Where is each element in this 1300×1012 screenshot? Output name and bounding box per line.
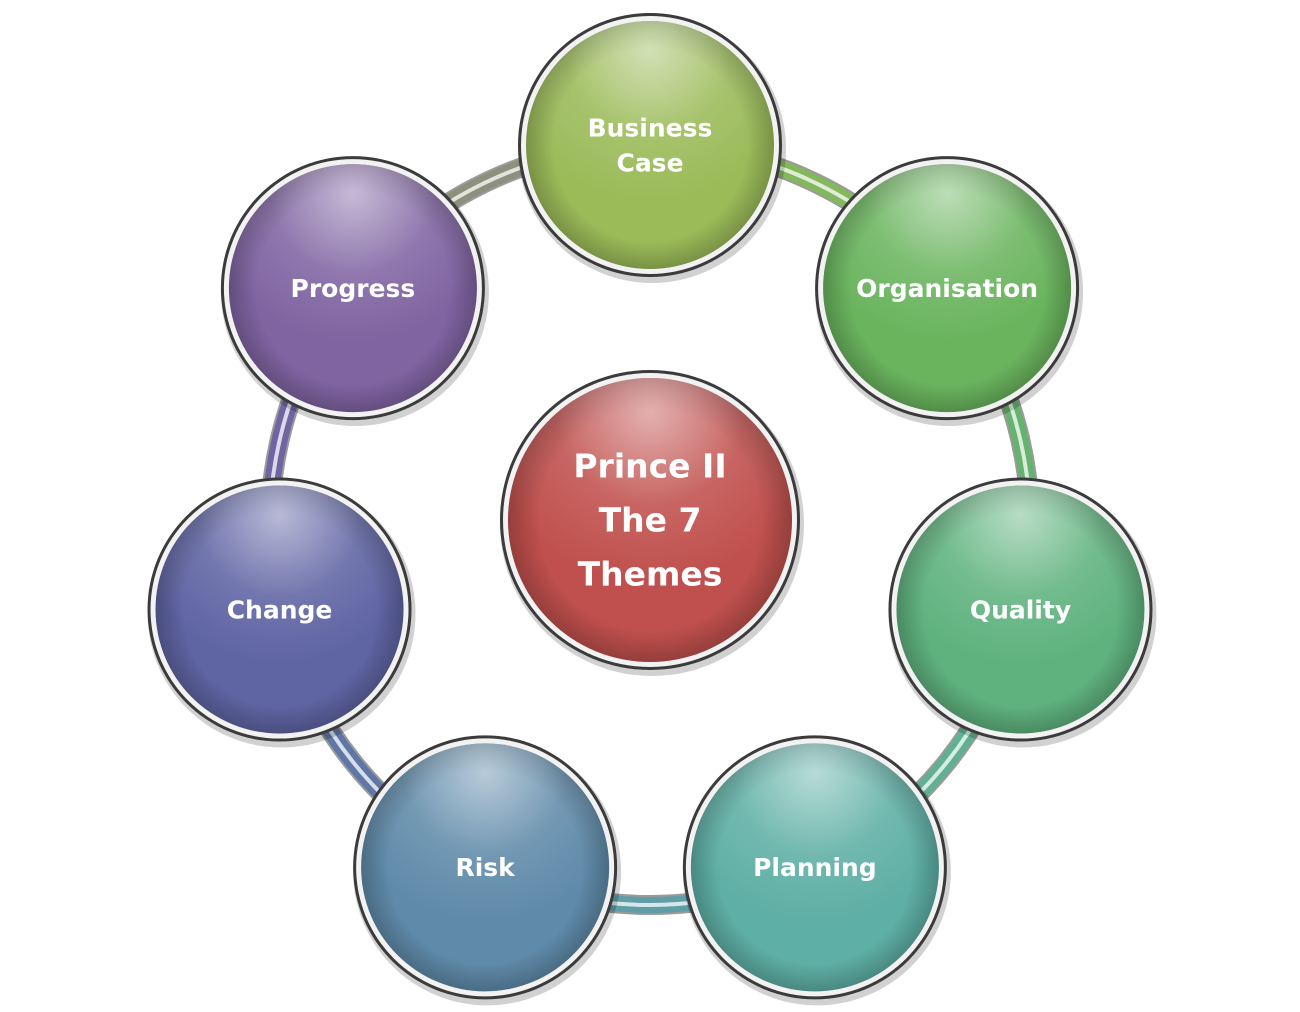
center-node-label: Prince II [573,447,726,486]
center-node-label: Themes [578,555,723,594]
theme-node-risk: Risk [353,735,622,1006]
theme-node-change: Change [147,477,416,748]
theme-node-organisation-label: Organisation [856,274,1038,303]
theme-node-change-label: Change [227,595,333,624]
center-node-label: The 7 [599,501,702,540]
theme-node-planning: Planning [682,735,951,1006]
theme-node-planning-label: Planning [753,853,877,882]
theme-node-business-case-label: Business [588,113,713,142]
theme-node-business-case-label: Case [616,148,683,177]
theme-node-progress: Progress [220,156,489,427]
theme-node-organisation: Organisation [815,156,1084,427]
theme-node-quality: Quality [888,477,1157,748]
theme-node-risk-label: Risk [455,853,516,882]
theme-node-progress-label: Progress [291,274,416,303]
center-node: Prince II The 7 Themes [500,370,804,676]
theme-node-quality-label: Quality [970,595,1071,624]
